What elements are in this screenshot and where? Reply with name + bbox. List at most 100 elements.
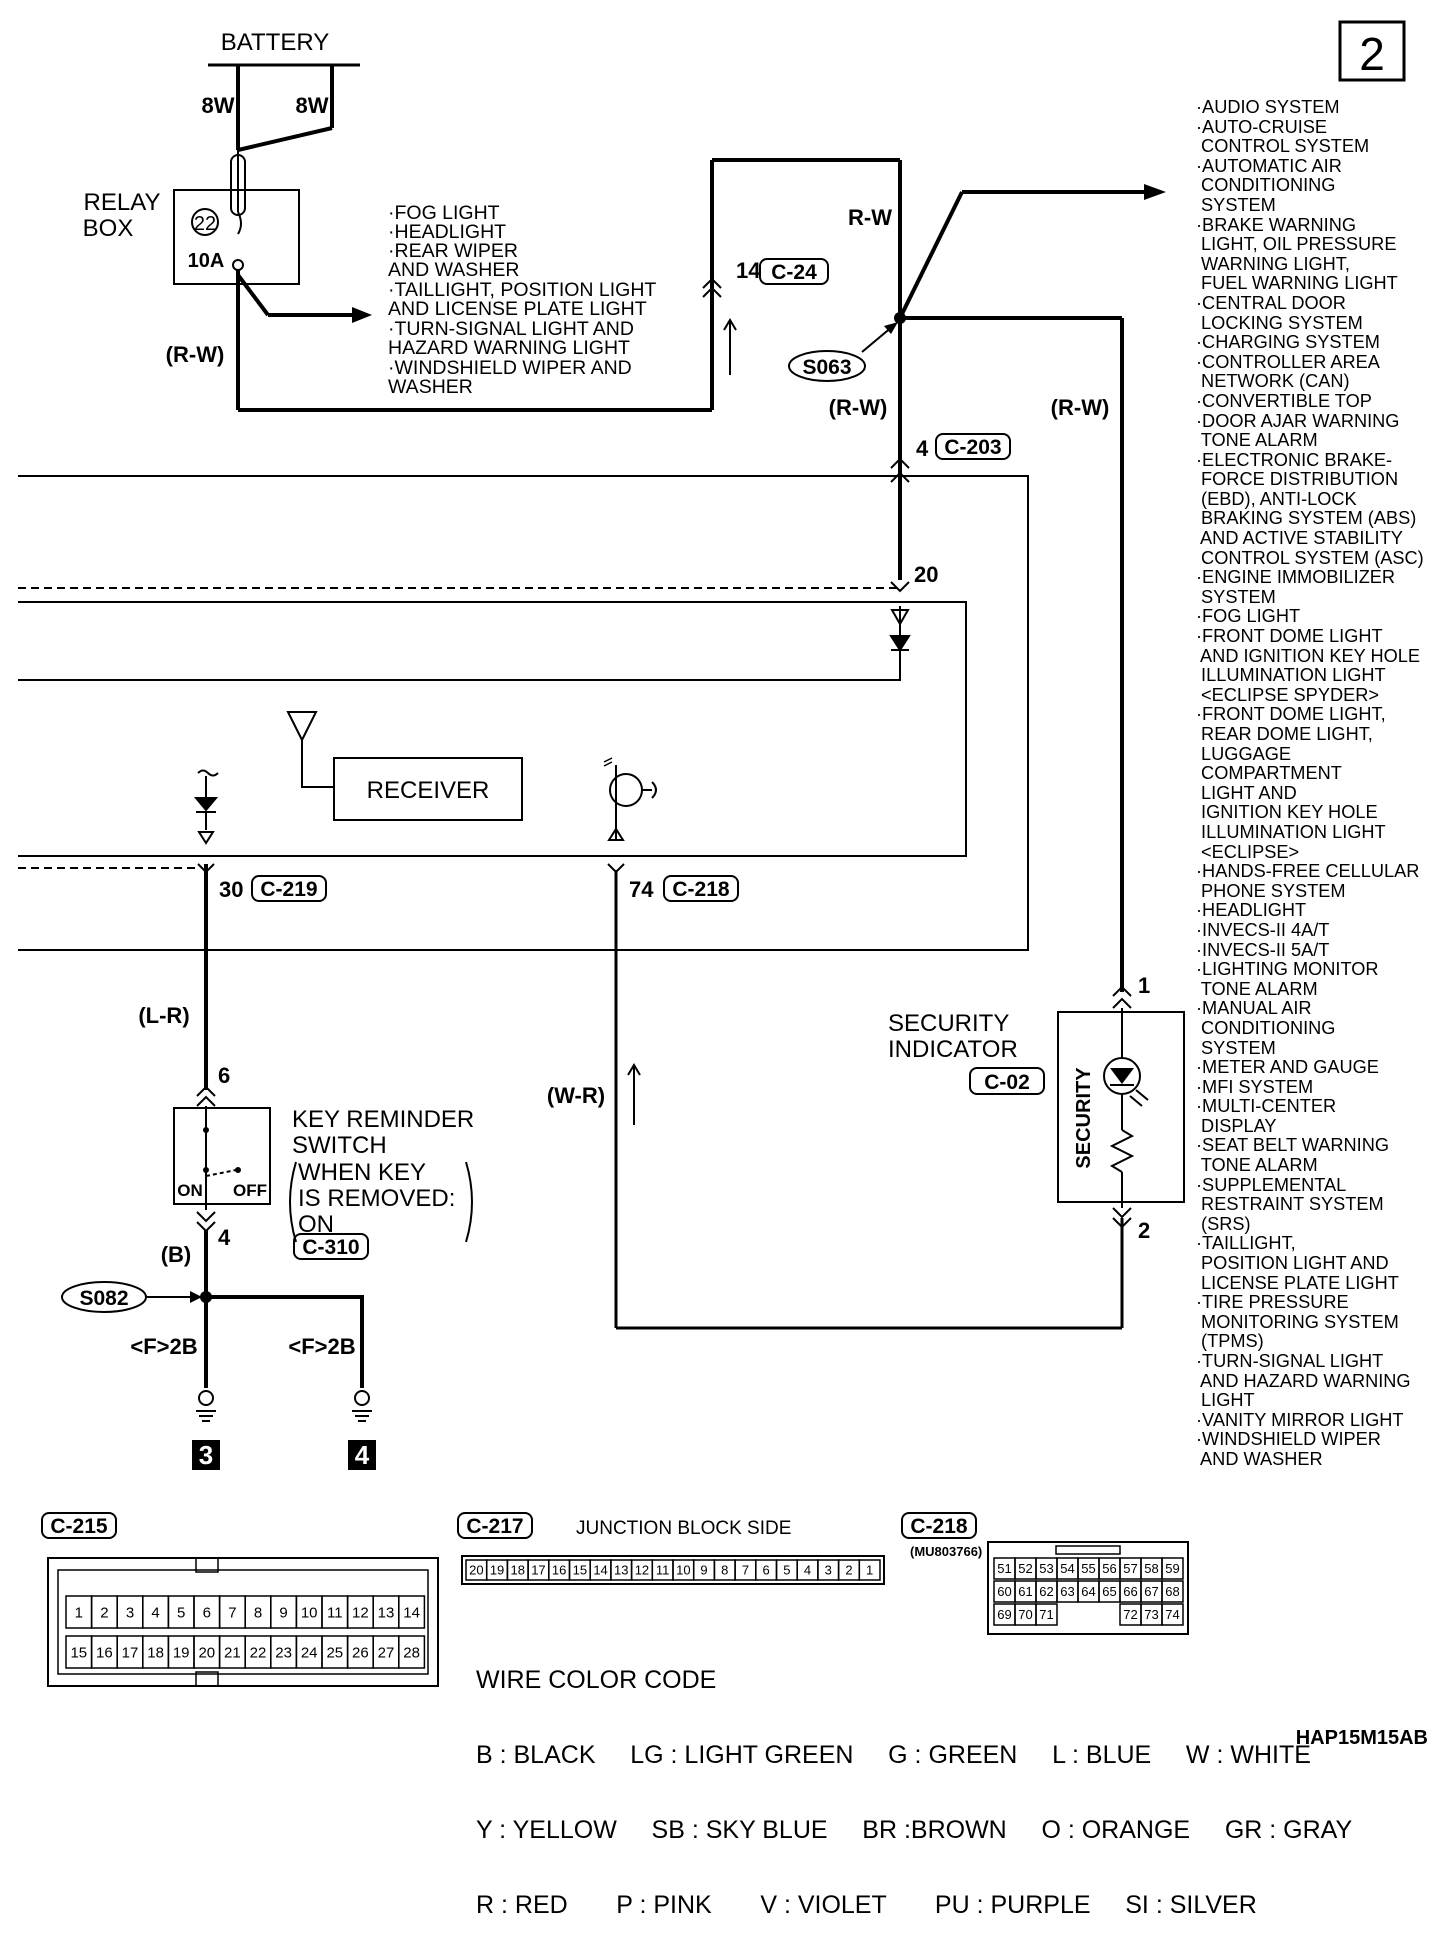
fuse-number: 22 xyxy=(194,213,216,235)
systems-list-item: COMPARTMENT xyxy=(1196,763,1342,784)
connector-pin-label: 7 xyxy=(228,1604,236,1621)
systems-list-item: ·CENTRAL DOOR xyxy=(1196,292,1346,313)
connector-pin-label: 18 xyxy=(511,1563,525,1578)
connector-pin-label: 3 xyxy=(825,1563,832,1578)
connector-pin-label: 53 xyxy=(1039,1561,1053,1576)
connector-pin-label: 16 xyxy=(96,1644,113,1661)
connector-pin-cell xyxy=(1161,1580,1184,1603)
systems-list-item: ·BRAKE WARNING xyxy=(1196,214,1356,235)
c218-pin: 74 xyxy=(629,877,654,902)
wire-label-r-w-left: (R-W) xyxy=(166,342,225,367)
systems-list-item: ·HANDS-FREE CELLULAR xyxy=(1196,861,1420,882)
connector-pin-label: 1 xyxy=(866,1563,873,1578)
connector-pin-label: 2 xyxy=(845,1563,852,1578)
splice-s063-tag xyxy=(788,350,866,382)
connector-pin-label: 12 xyxy=(352,1604,369,1621)
fuse-rating: 10A xyxy=(188,250,225,272)
c217-connector-view xyxy=(461,1555,885,1585)
systems-list-item: NETWORK (CAN) xyxy=(1196,371,1350,392)
connector-pin-label: 28 xyxy=(403,1644,420,1661)
connector-pin-label: 10 xyxy=(676,1563,690,1578)
connector-pin-label: 73 xyxy=(1144,1607,1158,1622)
arrow-icon xyxy=(1144,184,1166,200)
pin-20: 20 xyxy=(914,562,938,587)
fuse-load: HAZARD WARNING LIGHT xyxy=(388,337,630,359)
ecu-outline xyxy=(18,475,1029,951)
systems-list-item: LUGGAGE xyxy=(1196,743,1292,764)
systems-list-item: ·FOG LIGHT xyxy=(1196,606,1301,627)
security-indicator-label: SECURITY xyxy=(888,1010,1009,1037)
systems-list-item: ·VANITY MIRROR LIGHT xyxy=(1196,1409,1404,1430)
connector-pin-label: 24 xyxy=(301,1644,318,1661)
fuse-load: ·REAR WIPER xyxy=(388,240,518,262)
wire-label-r-w-right: (R-W) xyxy=(1051,395,1110,420)
c218-view-name: C-218 xyxy=(910,1515,968,1538)
connector-pin-label: 11 xyxy=(656,1563,670,1578)
systems-list-item: ·CONTROLLER AREA xyxy=(1196,351,1380,372)
ground-tag-4-label: 4 xyxy=(355,1440,370,1470)
wire-color-code: WIRE COLOR CODE B : BLACK LG : LIGHT GRE… xyxy=(476,1618,1352,1943)
systems-list-item: LOCKING SYSTEM xyxy=(1196,312,1363,333)
connector-pin-label: 9 xyxy=(700,1563,707,1578)
systems-list-item: ·LIGHTING MONITOR xyxy=(1196,959,1379,980)
splice-s082: S082 xyxy=(79,1287,128,1310)
receiver-label: RECEIVER xyxy=(367,777,490,804)
c203-pin: 4 xyxy=(916,436,929,461)
security-indicator-inner: SECURITY xyxy=(1073,1067,1095,1169)
c218-part-number: (MU803766) xyxy=(910,1544,982,1559)
systems-list-item: ·AUTO-CRUISE xyxy=(1196,116,1328,137)
page-number-box xyxy=(1338,20,1406,82)
fuse-load: ·TURN-SIGNAL LIGHT AND xyxy=(388,318,634,340)
connector-pin-label: 63 xyxy=(1060,1584,1074,1599)
systems-list-item: FUEL WARNING LIGHT xyxy=(1196,273,1398,294)
systems-list-item: LICENSE PLATE LIGHT xyxy=(1196,1272,1399,1293)
splice-s063: S063 xyxy=(802,356,851,379)
systems-list-item: CONTROL SYSTEM (ASC) xyxy=(1196,547,1424,568)
fuse-load: WASHER xyxy=(388,376,473,398)
connector-pin-label: 7 xyxy=(742,1563,749,1578)
security-indicator-label-2: INDICATOR xyxy=(888,1036,1018,1063)
connector-pin1-symbol xyxy=(1112,985,1132,1009)
connector-pin-label: 19 xyxy=(173,1644,190,1661)
systems-list-item: ·TURN-SIGNAL LIGHT xyxy=(1196,1351,1384,1371)
connector-pin-label: 12 xyxy=(635,1563,649,1578)
connector-pin-label: 20 xyxy=(198,1644,215,1661)
c310-name: C-310 xyxy=(302,1236,359,1259)
systems-list-item: MONITORING SYSTEM xyxy=(1196,1311,1399,1332)
key-reminder-label: KEY REMINDER xyxy=(292,1106,474,1133)
systems-list-item: BRAKING SYSTEM (ABS) xyxy=(1196,508,1417,529)
systems-list-item: ·WINDSHIELD WIPER xyxy=(1196,1429,1381,1450)
systems-list-item: CONDITIONING xyxy=(1196,1017,1336,1038)
systems-list-item: CONDITIONING xyxy=(1196,175,1336,196)
connector-pin-label: 22 xyxy=(250,1644,267,1661)
systems-list-item: ILLUMINATION LIGHT xyxy=(1196,821,1386,842)
connector-pin-label: 2 xyxy=(100,1604,108,1621)
connector-pin-label: 61 xyxy=(1018,1584,1032,1599)
connector-pin-cell xyxy=(398,1635,426,1669)
ground-icon xyxy=(354,1390,370,1406)
wire-color-code-line: Y : YELLOW SB : SKY BLUE BR :BROWN O : O… xyxy=(476,1816,1353,1844)
wire-label-l-r: (L-R) xyxy=(138,1003,189,1028)
fuse-load: ·TAILLIGHT, POSITION LIGHT xyxy=(388,279,656,301)
connector-pin-label: 67 xyxy=(1144,1584,1158,1599)
connector-pin-label: 5 xyxy=(177,1604,185,1621)
c219-pin: 30 xyxy=(219,877,243,902)
c02-tag xyxy=(969,1067,1045,1095)
connector-pin-label: 8 xyxy=(721,1563,728,1578)
systems-list-item: ·MFI SYSTEM xyxy=(1196,1076,1314,1097)
connector-pin-cell xyxy=(1035,1603,1058,1626)
connector-pin-label: 25 xyxy=(326,1644,343,1661)
wire-label-w-r: (W-R) xyxy=(547,1083,605,1108)
connector-pin-label: 57 xyxy=(1123,1561,1137,1576)
systems-list-item: LIGHT AND xyxy=(1196,782,1297,803)
systems-list-item: FORCE DISTRIBUTION xyxy=(1196,469,1399,490)
systems-list-item: ·TIRE PRESSURE xyxy=(1196,1292,1349,1313)
wire-color-code-line: B : BLACK LG : LIGHT GREEN G : GREEN L :… xyxy=(476,1741,1311,1769)
connector-pin-label: 65 xyxy=(1102,1584,1116,1599)
connector-c24-symbol xyxy=(702,277,722,298)
connector-pin-label: 6 xyxy=(763,1563,770,1578)
wire-8w-right: 8W xyxy=(296,93,329,118)
connector-pin-label: 10 xyxy=(301,1604,318,1621)
c215-connector-view xyxy=(47,1557,439,1687)
connector-pin-label: 72 xyxy=(1123,1607,1137,1622)
